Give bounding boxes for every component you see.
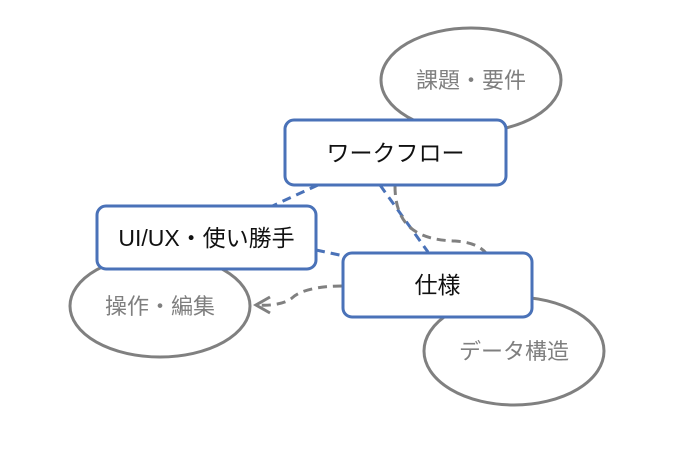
node-uiux: UI/UX・使い勝手	[95, 204, 318, 271]
edge-workflow-shiyou-curve	[393, 185, 488, 255]
arrowhead-icon	[252, 295, 271, 315]
node-shiyou: 仕様	[341, 251, 534, 319]
node-data-label: データ構造	[459, 339, 569, 364]
node-kadai-label: 課題・要件	[416, 68, 526, 93]
node-kadai: 課題・要件	[379, 26, 563, 134]
edge-workflow-uiux	[267, 183, 319, 210]
node-workflow-label: ワークフロー	[327, 140, 465, 166]
node-uiux-label: UI/UX・使い勝手	[118, 225, 294, 251]
edge-workflow-shiyou	[378, 184, 430, 253]
node-shiyou-box	[341, 251, 534, 319]
node-workflow: ワークフロー	[283, 118, 508, 187]
node-sousa: 操作・編集	[68, 253, 252, 359]
node-workflow-box	[283, 118, 508, 187]
node-shiyou-label: 仕様	[415, 272, 461, 298]
edge-shiyou-sousa-arrow	[257, 284, 343, 307]
node-uiux-box	[95, 204, 318, 271]
edge-uiux-shiyou	[315, 248, 345, 258]
node-sousa-label: 操作・編集	[105, 294, 215, 319]
